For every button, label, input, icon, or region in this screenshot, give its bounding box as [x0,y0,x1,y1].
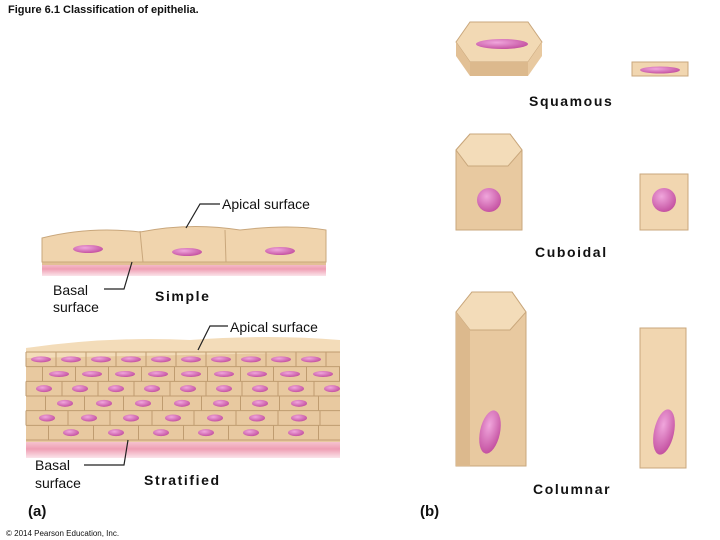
stratified-nucleus [63,429,79,437]
panel-a-label: (a) [28,503,47,520]
simple-nucleus [73,245,103,253]
stratified-nucleus [61,356,81,363]
stratified-nucleus [198,429,214,437]
simple-apical-label: Apical surface [222,196,310,212]
stratified-nucleus [82,371,102,377]
stratified-nucleus [214,371,234,377]
stratified-nucleus [108,385,124,393]
stratified-nucleus [280,371,300,377]
simple-apical-leader [185,203,220,229]
stratified-nucleus [121,356,141,363]
stratified-nucleus [211,356,231,363]
simple-nucleus [265,247,295,255]
stratified-nucleus [165,414,181,422]
stratified-nucleus [180,385,196,393]
stratified-cell-borders [25,351,340,441]
stratified-nucleus [39,414,55,422]
stratified-nucleus [313,371,333,377]
stratified-basal-label-line2: surface [35,475,81,491]
stratified-nucleus [91,356,111,363]
stratified-nucleus [135,399,151,407]
cuboidal-3d-cell [455,133,523,231]
stratified-nucleus [207,414,223,422]
cuboidal-section-nucleus [652,188,676,212]
stratified-nucleus [123,414,139,422]
stratified-nucleus [324,385,340,393]
simple-basal-leader [104,261,133,290]
stratified-nucleus [213,399,229,407]
stratified-nucleus [181,371,201,377]
simple-basal-label-line1: Basal [53,282,89,298]
simple-connective-tissue [42,262,326,276]
columnar-section-cell [639,327,687,469]
squamous-section-cell [631,61,689,77]
stratified-nucleus [247,371,267,377]
columnar-3d-cell [455,291,527,467]
panel-b-label: (b) [420,503,440,520]
simple-nucleus [172,248,202,256]
squamous-nucleus [476,39,528,49]
cuboidal-section-cell [639,173,689,231]
stratified-nucleus [249,414,265,422]
squamous-label: Squamous [529,93,614,109]
stratified-nucleus [72,385,88,393]
stratified-nucleus [243,429,259,437]
stratified-nucleus [151,356,171,363]
columnar-label: Columnar [533,481,612,497]
stratified-nucleus [115,371,135,377]
figure-title: Figure 6.1 Classification of epithelia. [8,4,199,16]
simple-cell-layer [41,225,327,263]
stratified-nucleus [291,414,307,422]
stratified-nucleus [288,385,304,393]
stratified-classification-label: Stratified [144,472,221,488]
stratified-apical-leader [197,325,228,351]
stratified-nucleus [153,429,169,437]
stratified-nucleus [252,385,268,393]
cuboidal-nucleus [477,188,501,212]
squamous-section-nucleus [640,66,680,74]
stratified-nucleus [216,385,232,393]
stratified-nucleus [144,385,160,393]
stratified-nucleus [36,385,52,393]
stratified-nuclei [31,356,340,437]
stratified-nucleus [301,356,321,363]
stratified-nucleus [174,399,190,407]
stratified-nucleus [291,399,307,407]
simple-epithelium [41,225,327,276]
columnar-nucleus [479,410,501,454]
stratified-nucleus [181,356,201,363]
stratified-nucleus [271,356,291,363]
stratified-basal-label-line1: Basal [35,457,71,473]
stratified-nucleus [57,399,73,407]
squamous-3d-cell [455,21,543,76]
simple-cell-border [224,229,227,263]
stratified-nucleus [288,429,304,437]
stratified-connective-tissue [26,440,340,458]
stratified-apical-surface [26,337,340,358]
stratified-nucleus [252,399,268,407]
stratified-nucleus [108,429,124,437]
stratified-apical-label: Apical surface [230,319,318,335]
columnar-section-nucleus [653,409,675,455]
stratified-nucleus [96,399,112,407]
stratified-nucleus [148,371,168,377]
stratified-nucleus [49,371,69,377]
stratified-nucleus [81,414,97,422]
simple-cell-border [139,230,144,263]
stratified-basal-leader [84,439,129,466]
simple-classification-label: Simple [155,288,211,304]
copyright-notice: © 2014 Pearson Education, Inc. [6,529,120,538]
stratified-epithelium [25,337,340,458]
stratified-nucleus [241,356,261,363]
cuboidal-label: Cuboidal [535,244,608,260]
simple-basal-label-line2: surface [53,299,99,315]
stratified-nucleus [31,356,51,363]
